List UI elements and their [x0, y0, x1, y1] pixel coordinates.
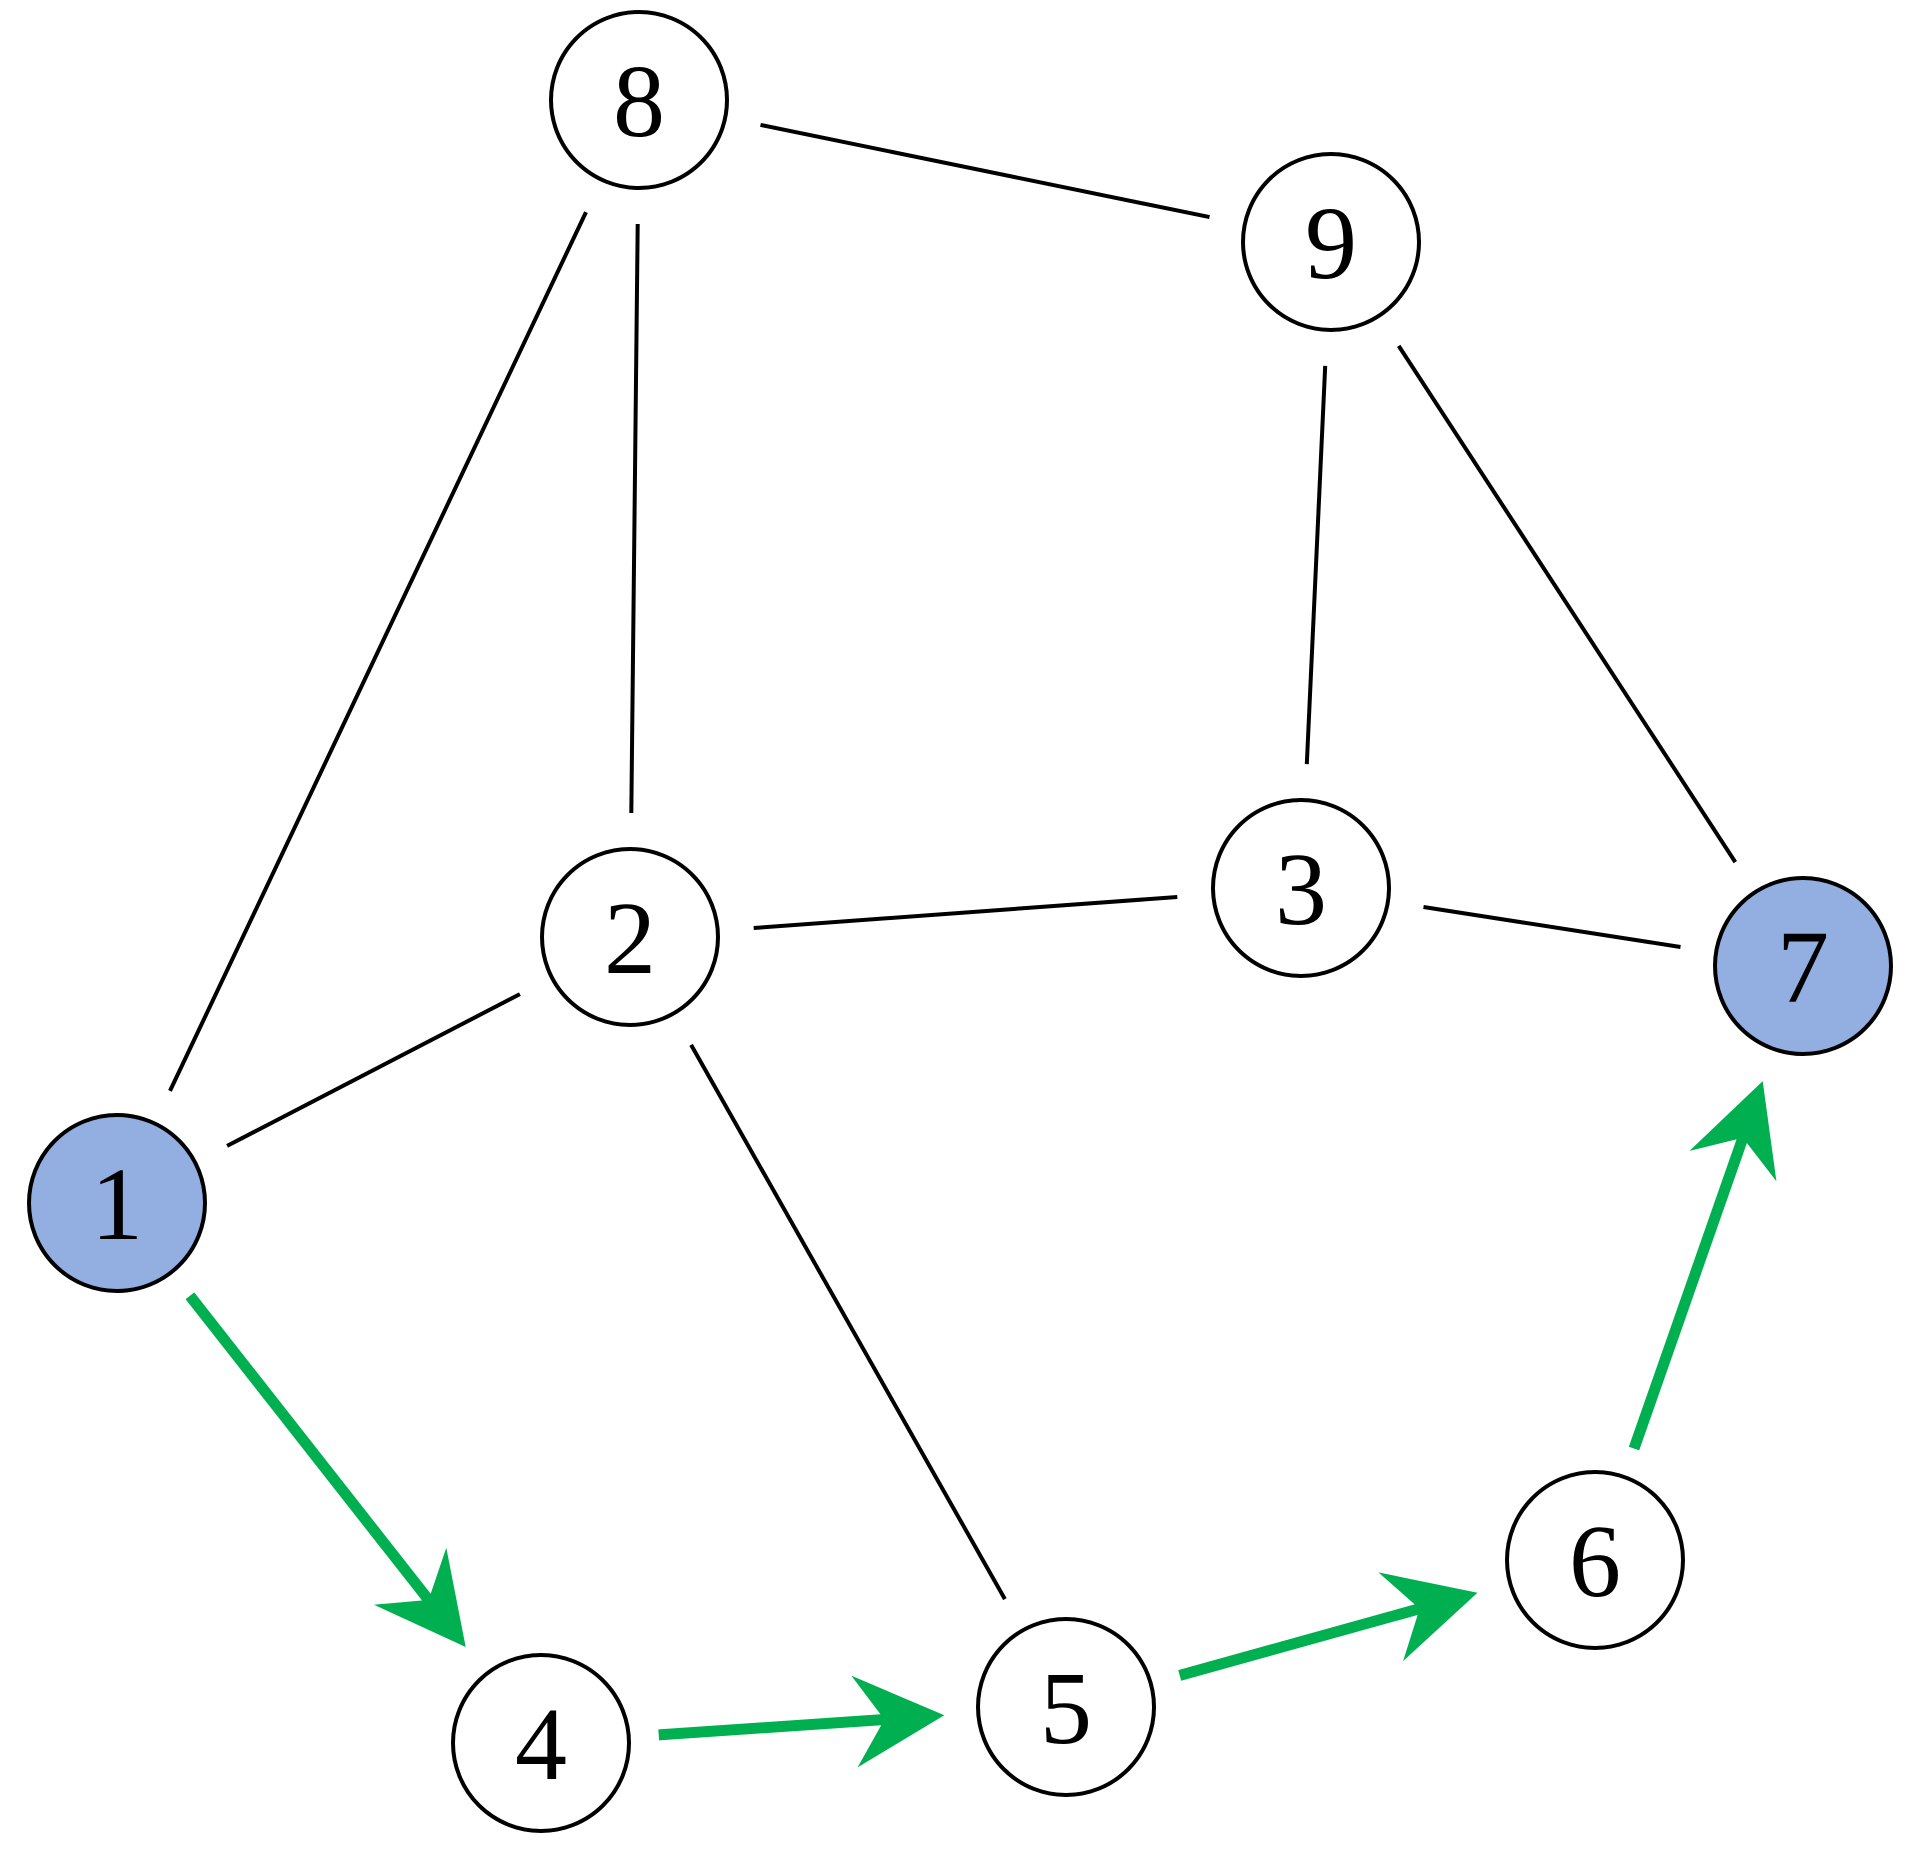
- edge-1-2: [226, 992, 521, 1148]
- node-9: 9: [1241, 152, 1421, 332]
- nodes-layer: 1 2 3 4 5 6 7 8 9: [27, 10, 1893, 1833]
- node-label: 4: [515, 1687, 567, 1802]
- node-5: 5: [976, 1617, 1156, 1797]
- node-3: 3: [1211, 798, 1391, 978]
- node-7: 7: [1713, 876, 1893, 1056]
- edge-8-1: [168, 211, 588, 1092]
- node-label: 9: [1305, 186, 1357, 301]
- edges-layer: [168, 122, 1737, 1601]
- node-circle: [27, 1113, 207, 1293]
- node-circle: [549, 10, 729, 190]
- node-circle: [540, 847, 720, 1027]
- node-circle: [1713, 876, 1893, 1056]
- path-arrow-shaft: [658, 1714, 885, 1741]
- node-circle: [1241, 152, 1421, 332]
- node-6: 6: [1505, 1470, 1685, 1650]
- node-circle: [451, 1653, 631, 1833]
- edge-3-7: [1423, 905, 1681, 949]
- node-label: 8: [613, 44, 665, 159]
- node-label: 7: [1777, 910, 1829, 1025]
- path-arrow-5-6: [1178, 1572, 1478, 1681]
- node-label: 2: [604, 881, 656, 996]
- path-arrow-1-4: [185, 1292, 466, 1647]
- node-1: 1: [27, 1113, 207, 1293]
- path-arrow-shaft: [185, 1292, 433, 1604]
- path-arrow-4-5: [658, 1675, 945, 1768]
- edge-9-3: [1304, 365, 1328, 765]
- highlighted-path-layer: [185, 1081, 1777, 1768]
- node-label: 6: [1569, 1504, 1621, 1619]
- edge-2-3: [753, 895, 1178, 930]
- edge-2-5: [689, 1043, 1007, 1601]
- node-8: 8: [549, 10, 729, 190]
- path-arrow-head: [373, 1547, 466, 1647]
- path-arrow-6-7: [1628, 1081, 1777, 1451]
- node-label: 1: [91, 1147, 143, 1262]
- node-2: 2: [540, 847, 720, 1027]
- node-circle: [1211, 798, 1391, 978]
- node-label: 5: [1040, 1651, 1092, 1766]
- node-circle: [976, 1617, 1156, 1797]
- path-arrow-shaft: [1178, 1603, 1422, 1681]
- path-arrow-head: [1378, 1572, 1478, 1662]
- path-arrow-head: [851, 1675, 945, 1768]
- node-circle: [1505, 1470, 1685, 1650]
- edge-9-7: [1397, 344, 1737, 864]
- node-4: 4: [451, 1653, 631, 1833]
- path-arrow-shaft: [1628, 1135, 1749, 1451]
- node-label: 3: [1275, 832, 1327, 947]
- edge-8-2: [629, 223, 640, 814]
- edge-8-9: [760, 122, 1210, 220]
- path-arrow-head: [1689, 1081, 1777, 1182]
